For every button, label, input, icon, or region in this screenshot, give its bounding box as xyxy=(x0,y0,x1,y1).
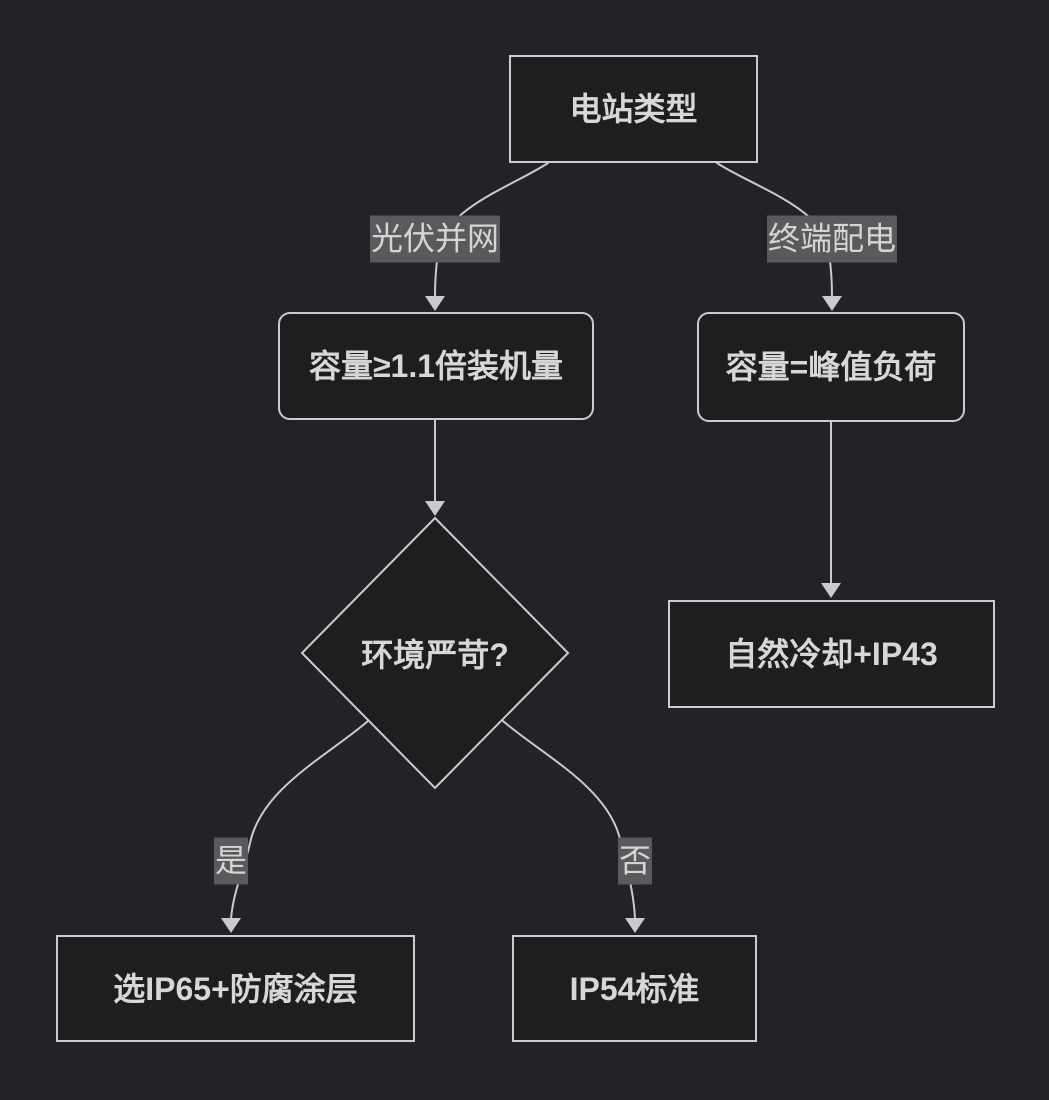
edge-label-terminal-distribution: 终端配电 xyxy=(766,215,898,263)
edge-label-pv-grid: 光伏并网 xyxy=(369,215,501,263)
node-label: 容量=峰值负荷 xyxy=(725,349,937,385)
node-environment-decision-label: 环境严苛? xyxy=(325,629,545,677)
node-natural-cooling-ip43: 自然冷却+IP43 xyxy=(668,600,995,708)
edge-decision-to-ip54 xyxy=(502,720,636,920)
arrowhead-icon xyxy=(822,296,842,311)
node-label: 环境严苛? xyxy=(361,637,509,673)
arrowhead-icon xyxy=(625,918,645,933)
edge-label-yes: 是 xyxy=(213,837,249,885)
edge-decision-to-ip65 xyxy=(230,720,369,920)
node-capacity-pv: 容量≥1.1倍装机量 xyxy=(278,312,594,420)
node-label: 容量≥1.1倍装机量 xyxy=(308,348,564,384)
node-label: IP54标准 xyxy=(569,970,700,1007)
node-ip65-anticorrosion: 选IP65+防腐涂层 xyxy=(56,935,415,1042)
arrowhead-icon xyxy=(821,583,841,598)
arrowhead-icon xyxy=(425,501,445,516)
node-ip54-standard: IP54标准 xyxy=(512,935,757,1042)
node-station-type: 电站类型 xyxy=(509,55,758,163)
arrowhead-icon xyxy=(425,296,445,311)
node-environment-decision-shape xyxy=(300,516,570,790)
node-capacity-peak-load: 容量=峰值负荷 xyxy=(697,312,965,422)
edge-label-no: 否 xyxy=(617,837,653,885)
node-label: 电站类型 xyxy=(569,91,698,127)
node-label: 自然冷却+IP43 xyxy=(725,636,938,672)
node-label: 选IP65+防腐涂层 xyxy=(113,970,358,1007)
arrowhead-icon xyxy=(221,918,241,933)
